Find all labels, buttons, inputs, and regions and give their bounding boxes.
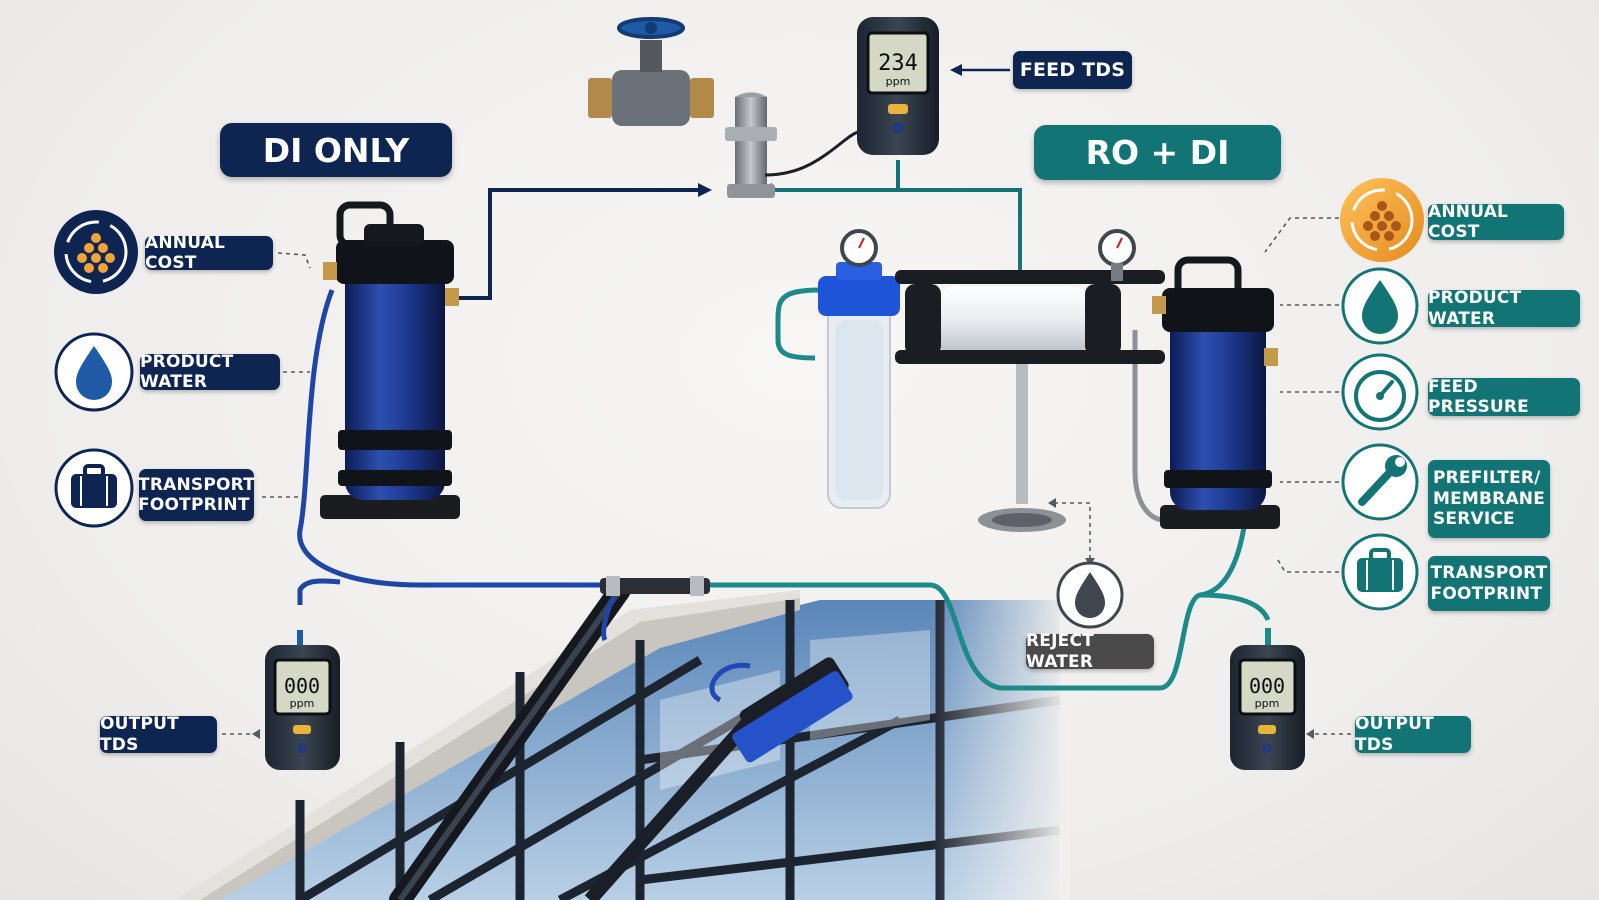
prefilter-housing (818, 229, 900, 509)
di-transport-icon (54, 448, 134, 528)
di-annual-cost-label: ANNUAL COST (145, 233, 273, 273)
ro-product-water-label: PRODUCT WATER (1428, 288, 1580, 329)
di-output-tds-value: 000 (284, 674, 320, 698)
ro-output-tds-unit: ppm (1255, 697, 1280, 710)
ro-transport-footprint-label: TRANSPORT FOOTPRINT (1428, 556, 1550, 611)
ro-output-tds-value: 000 (1249, 674, 1285, 698)
y-connector (600, 576, 710, 596)
di-transport-footprint-label: TRANSPORT FOOTPRINT (138, 469, 255, 521)
hoses (297, 287, 1271, 691)
di-product-water-icon (54, 332, 134, 412)
feed-faucet (430, 17, 881, 198)
ro-feed-pressure-icon (1341, 353, 1419, 431)
ro-feed-pressure-label: FEED PRESSURE (1428, 377, 1580, 417)
feed-tds-unit: ppm (886, 75, 911, 88)
ro-service-wrench-icon (1341, 443, 1419, 521)
ro-product-water-icon (1341, 267, 1419, 345)
ro-annual-cost-label: ANNUAL COST (1428, 202, 1564, 242)
di-output-tds-unit: ppm (290, 697, 315, 710)
feed-tds-label: FEED TDS (1013, 51, 1132, 89)
ro-output-tds-meter (1230, 628, 1305, 770)
di-product-water-label: PRODUCT WATER (140, 352, 280, 392)
ro-prefilter-membrane-service-label: PREFILTER/ MEMBRANE SERVICE (1428, 460, 1550, 538)
callout-arrowheads (252, 498, 1314, 739)
ro-annual-cost-icon (1340, 178, 1424, 262)
di-only-header: DI ONLY (220, 123, 452, 177)
reject-water-icon (1056, 561, 1124, 629)
ro-transport-icon (1341, 533, 1419, 611)
ro-output-tds-label: OUTPUT TDS (1355, 714, 1471, 755)
reject-water-label: REJECT WATER (1026, 631, 1154, 672)
feed-tds-arrowhead (950, 64, 962, 76)
ro-membrane (895, 229, 1165, 532)
di-output-tds-meter (265, 630, 340, 770)
di-only-tank (320, 201, 460, 519)
feed-tds-meter (857, 17, 939, 155)
building-facade (175, 579, 1070, 900)
di-annual-cost-icon (54, 210, 138, 294)
feed-tds-value: 234 (878, 51, 918, 76)
ro-di-tank (1152, 256, 1280, 529)
di-output-tds-label: OUTPUT TDS (100, 714, 217, 755)
ro-di-header: RO + DI (1034, 125, 1281, 180)
callout-leaders (222, 217, 1351, 735)
